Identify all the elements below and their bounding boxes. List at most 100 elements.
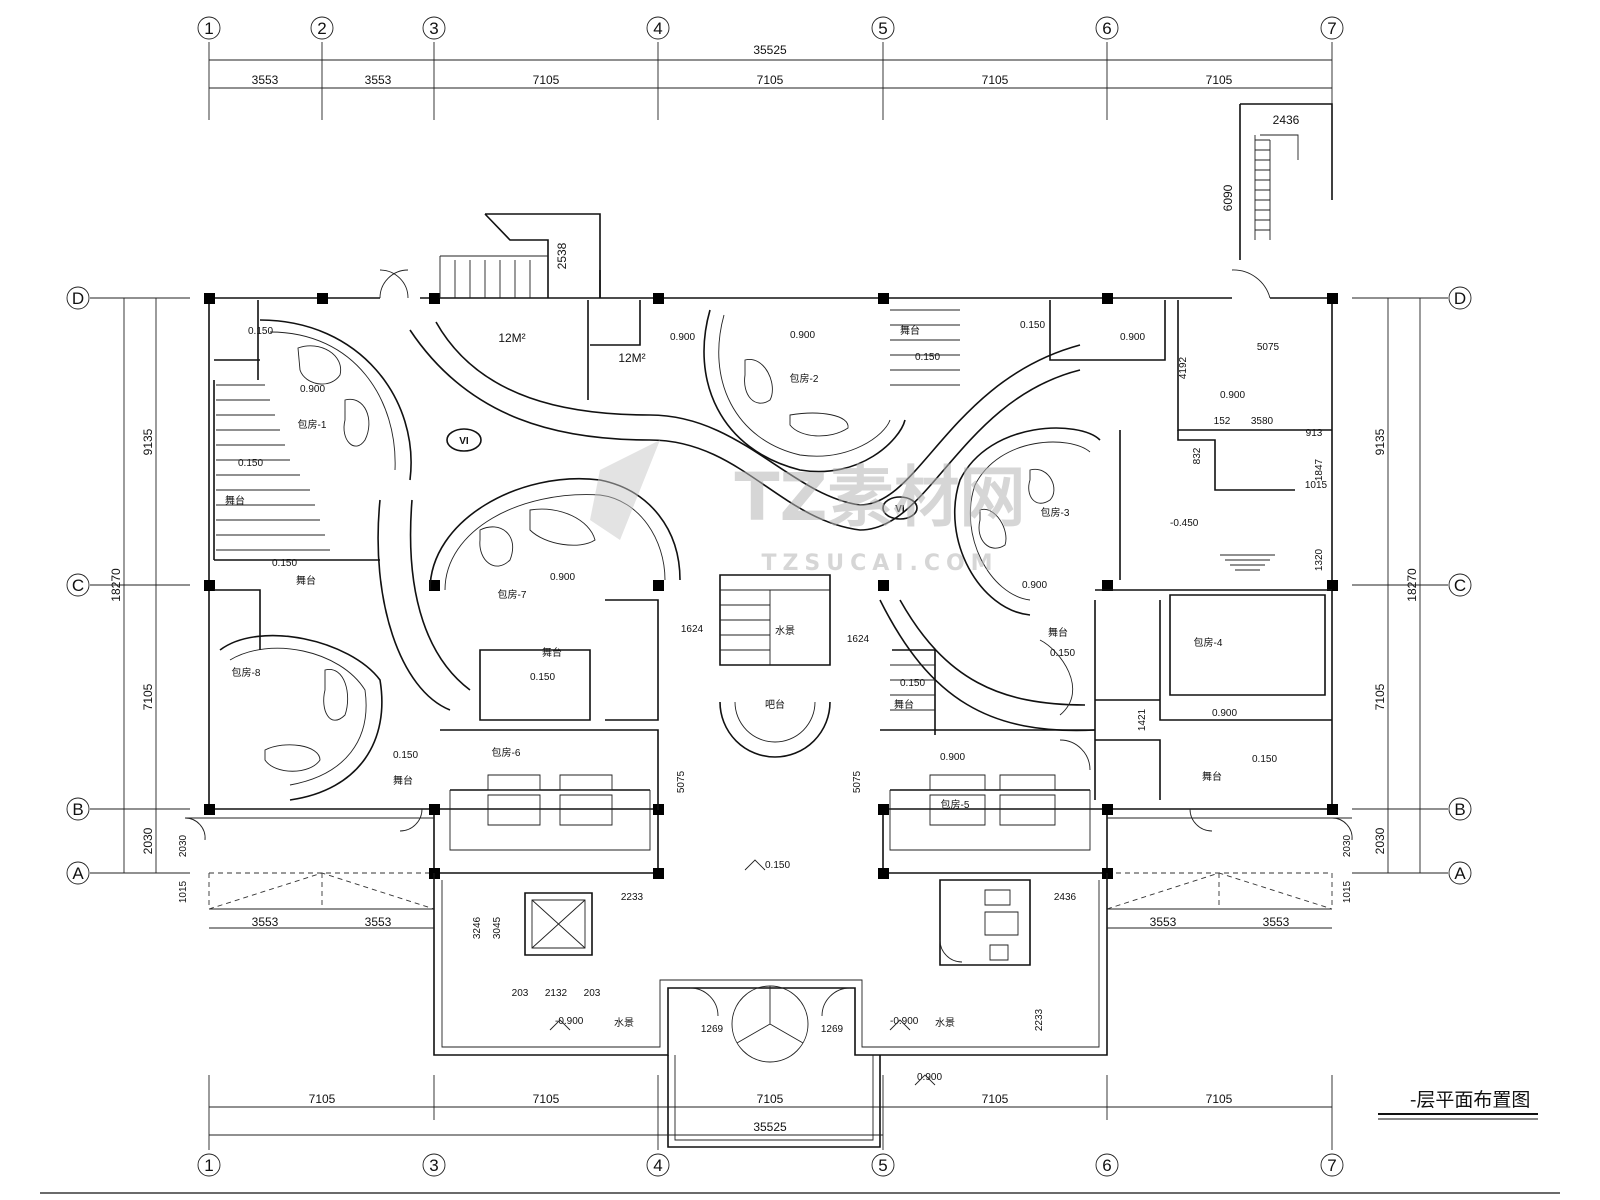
dim-left-total: 18270 bbox=[109, 568, 123, 602]
platform-label: 舞台 bbox=[542, 646, 562, 659]
scene-label: 水景 bbox=[614, 1017, 634, 1029]
dim-right-1847: 1847 bbox=[1314, 458, 1325, 481]
elevation-mark: 0.150 bbox=[900, 678, 925, 689]
dim-side-2030-r: 2030 bbox=[1342, 834, 1353, 857]
dim-right-1421: 1421 bbox=[1137, 708, 1148, 731]
dim-lift-203: 203 bbox=[512, 988, 529, 999]
grid-bubble-3-bottom: 3 bbox=[429, 1156, 438, 1175]
elevation-mark: 0.900 bbox=[300, 384, 325, 395]
dim-entrance-3045: 3045 bbox=[492, 916, 503, 939]
dim-bottom-seg: 7105 bbox=[982, 1092, 1009, 1106]
grid-bubble-5-bottom: 5 bbox=[878, 1156, 887, 1175]
grid-bubble-2: 2 bbox=[317, 19, 326, 38]
lower-dimensions: 3553 3553 3553 3553 1015 2030 1015 2030 … bbox=[178, 342, 1353, 1035]
room-labels: 12M² 12M² 包房-1 包房-2 包房-3 包房-4 包房-5 包房-6 … bbox=[225, 324, 1223, 1029]
stairs: 2436 6090 2538 bbox=[216, 103, 1333, 711]
dim-entrance-2233: 2233 bbox=[621, 892, 644, 903]
dim-stair-top-mid: 2538 bbox=[555, 242, 569, 269]
dim-top-total: 35525 bbox=[753, 43, 787, 57]
dim-side-2030: 2030 bbox=[178, 834, 189, 857]
grid-bubble-1-bottom: 1 bbox=[204, 1156, 213, 1175]
booth-label: 包房-6 bbox=[492, 746, 521, 759]
vi-marker bbox=[446, 428, 482, 452]
booth-label: 包房-2 bbox=[790, 372, 819, 385]
elevation-mark: -0.450 bbox=[1170, 518, 1199, 529]
dim-lift-203-b: 203 bbox=[584, 988, 601, 999]
exterior-walls bbox=[185, 270, 1352, 910]
elevation-mark: 0.900 bbox=[550, 572, 575, 583]
elevation-mark: 0.150 bbox=[238, 458, 263, 469]
dim-right-1320: 1320 bbox=[1314, 548, 1325, 571]
elevation-mark: 0.150 bbox=[1050, 648, 1075, 659]
elevation-mark: 0.150 bbox=[530, 672, 555, 683]
grid-bubble-7: 7 bbox=[1327, 19, 1336, 38]
dim-bottom-total: 35525 bbox=[753, 1120, 787, 1134]
dim-right-seg: 9135 bbox=[1373, 428, 1387, 455]
room-area-label: 12M² bbox=[498, 331, 525, 345]
drawing-title-block: -层平面布置图 bbox=[1378, 1089, 1538, 1120]
grid-bubble-C-left: C bbox=[72, 576, 84, 595]
grid-bubble-6: 6 bbox=[1102, 19, 1111, 38]
dim-top-seg: 7105 bbox=[533, 73, 560, 87]
row-axes: D C B A D C B A 18270 9135 7105 2030 913… bbox=[66, 286, 1472, 885]
watermark-logo-icon bbox=[590, 440, 660, 540]
dim-top-seg: 3553 bbox=[252, 73, 279, 87]
dim-lower-right-seg: 3553 bbox=[1150, 915, 1177, 929]
structural-columns bbox=[204, 293, 1338, 879]
grid-bubble-4-bottom: 4 bbox=[653, 1156, 662, 1175]
dim-bottom-seg: 7105 bbox=[757, 1092, 784, 1106]
watermark-subtext: TZSUCAI.COM bbox=[761, 551, 998, 576]
elevation-mark: 0.900 bbox=[917, 1072, 942, 1083]
dim-right-913: 913 bbox=[1306, 428, 1323, 439]
platform-label: 舞台 bbox=[894, 698, 914, 711]
grid-bubble-A-left: A bbox=[72, 864, 84, 883]
elevation-mark: 0.900 bbox=[1212, 708, 1237, 719]
top-grid-bubbles: 1 2 3 4 5 6 7 bbox=[197, 16, 1344, 40]
elevation-mark: 0.150 bbox=[248, 326, 273, 337]
scene-label: 水景 bbox=[935, 1017, 955, 1029]
elevation-mark: 0.150 bbox=[393, 750, 418, 761]
dim-center-1624: 1624 bbox=[681, 624, 704, 635]
booth-rooms bbox=[219, 309, 1101, 801]
grid-bubble-D-left: D bbox=[72, 289, 84, 308]
dim-lower-left-seg: 3553 bbox=[252, 915, 279, 929]
stair-treads-tr bbox=[1255, 139, 1270, 231]
vi-marker bbox=[882, 496, 918, 520]
dim-lift-2132: 2132 bbox=[545, 988, 568, 999]
elevation-mark: 0.900 bbox=[1120, 332, 1145, 343]
elevation-mark: 0.150 bbox=[1252, 754, 1277, 765]
booth-label: 包房-1 bbox=[298, 418, 327, 431]
elevation-mark: 0.150 bbox=[272, 558, 297, 569]
booth-label: 包房-7 bbox=[498, 588, 527, 601]
drawing-title: -层平面布置图 bbox=[1410, 1089, 1530, 1111]
grid-bubble-7-bottom: 7 bbox=[1327, 1156, 1336, 1175]
dim-entrance-2233-b: 2233 bbox=[1034, 1008, 1045, 1031]
elevation-mark: 0.900 bbox=[670, 332, 695, 343]
grid-bubble-6-bottom: 6 bbox=[1102, 1156, 1111, 1175]
platform-label: 舞台 bbox=[296, 574, 316, 587]
platform-label: 舞台 bbox=[225, 494, 245, 507]
elevation-mark: 0.150 bbox=[1020, 320, 1045, 331]
grid-bubble-B-right: B bbox=[1454, 800, 1465, 819]
elevation-mark: 0.900 bbox=[1022, 580, 1047, 591]
bottom-dimension-chain: 7105 7105 7105 7105 7105 35525 1 3 4 5 6… bbox=[197, 1075, 1344, 1177]
elevation-mark: 0.900 bbox=[790, 330, 815, 341]
dim-right-1015: 1015 bbox=[1305, 480, 1328, 491]
dim-bottom-seg: 7105 bbox=[1206, 1092, 1233, 1106]
platform-label: 舞台 bbox=[1202, 770, 1222, 783]
dim-right-5075: 5075 bbox=[1257, 342, 1280, 353]
dim-lower-right-seg: 3553 bbox=[1263, 915, 1290, 929]
elevation-marks: 0.150 0.900 0.150 0.150 0.900 0.900 0.15… bbox=[238, 320, 1277, 1086]
booth-label: 包房-5 bbox=[941, 798, 970, 811]
room-area-label: 12M² bbox=[618, 351, 645, 365]
elevation-mark: -0.900 bbox=[555, 1016, 584, 1027]
elevation-mark: 0.900 bbox=[1220, 390, 1245, 401]
dim-right-seg: 2030 bbox=[1373, 827, 1387, 854]
elevation-mark: -0.900 bbox=[890, 1016, 919, 1027]
scene-label: 水景 bbox=[775, 625, 795, 637]
dim-top-seg: 3553 bbox=[365, 73, 392, 87]
booth-label: 包房-4 bbox=[1194, 636, 1223, 649]
grid-bubble-3: 3 bbox=[429, 19, 438, 38]
dim-left-seg: 9135 bbox=[141, 428, 155, 455]
